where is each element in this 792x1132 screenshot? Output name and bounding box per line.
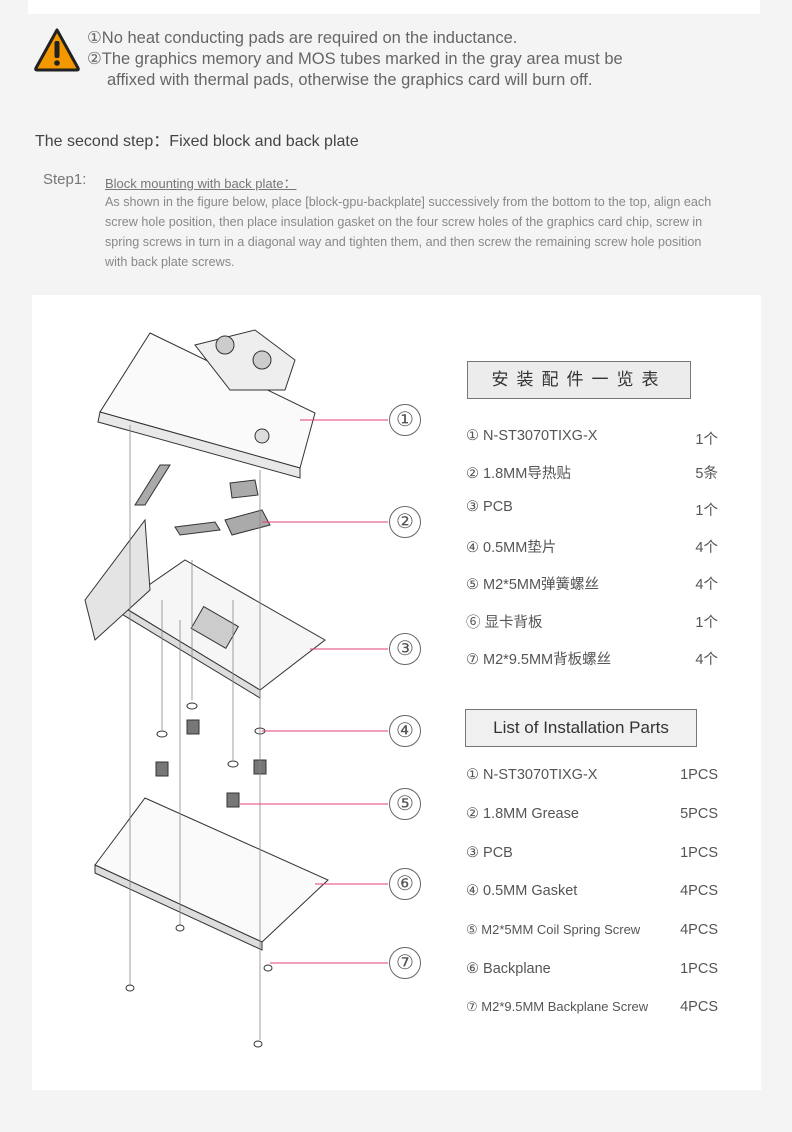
step1-label: Step1: xyxy=(43,171,87,188)
step1-body: As shown in the figure below, place [blo… xyxy=(105,195,712,269)
pcb xyxy=(84,518,326,699)
part-name: ④ 0.5MM Gasket xyxy=(466,883,578,899)
parts-en-row: ⑤ M2*5MM Coil Spring Screw 4PCS xyxy=(466,922,718,938)
callout-4: ④ xyxy=(389,715,421,747)
parts-en-row: ⑥ Backplane 1PCS xyxy=(466,961,718,977)
parts-cn-row: ⑦ M2*9.5MM背板螺丝 4个 xyxy=(466,648,718,669)
callout-7: ⑦ xyxy=(389,947,421,979)
part-qty: 4个 xyxy=(695,652,718,668)
part-qty: 1个 xyxy=(695,432,718,448)
water-block xyxy=(97,329,316,479)
part-name: ① N-ST3070TIXG-X xyxy=(466,767,598,783)
top-white-bar xyxy=(28,0,760,14)
parts-en-row: ② 1.8MM Grease 5PCS xyxy=(466,806,718,822)
warning-line: ①No heat conducting pads are required on… xyxy=(87,29,518,47)
parts-en-row: ③ PCB 1PCS xyxy=(466,845,718,861)
spring-screws xyxy=(155,702,267,808)
part-qty: 4个 xyxy=(695,577,718,593)
part-qty: 4个 xyxy=(695,540,718,556)
part-qty: 1个 xyxy=(695,615,718,631)
part-qty: 5条 xyxy=(695,466,718,482)
part-qty: 1PCS xyxy=(680,845,718,861)
backplate xyxy=(94,797,329,951)
step1-heading: Block mounting with back plate： xyxy=(105,176,297,191)
part-name: ③ PCB xyxy=(466,845,513,861)
parts-cn-row: ⑤ M2*5MM弹簧螺丝 4个 xyxy=(466,573,718,594)
section-title: The second step：Fixed block and back pla… xyxy=(35,133,359,150)
parts-en-row: ⑦ M2*9.5MM Backplane Screw 4PCS xyxy=(466,999,718,1015)
part-name: ② 1.8MM导热贴 xyxy=(466,466,571,482)
part-qty: 4PCS xyxy=(680,999,718,1015)
parts-en-row: ① N-ST3070TIXG-X 1PCS xyxy=(466,767,718,783)
callout-5: ⑤ xyxy=(389,788,421,820)
part-qty: 1个 xyxy=(695,503,718,519)
parts-list-cn-title: 安装配件一览表 xyxy=(467,361,691,399)
parts-cn-row: ③ PCB 1个 xyxy=(466,499,718,519)
callout-2: ② xyxy=(389,506,421,538)
part-qty: 5PCS xyxy=(680,806,718,822)
callout-6: ⑥ xyxy=(389,868,421,900)
part-name: ③ PCB xyxy=(466,499,513,515)
parts-cn-row: ① N-ST3070TIXG-X 1个 xyxy=(466,428,718,448)
backplate-screws xyxy=(125,924,273,1048)
part-name: ⑤ M2*5MM Coil Spring Screw xyxy=(466,922,641,937)
parts-cn-row: ④ 0.5MM垫片 4个 xyxy=(466,536,718,557)
callout-1: ① xyxy=(389,404,421,436)
part-name: ② 1.8MM Grease xyxy=(466,806,579,822)
part-name: ⑦ M2*9.5MM Backplane Screw xyxy=(466,999,649,1014)
parts-list-en-title: List of Installation Parts xyxy=(465,709,697,747)
part-name: ④ 0.5MM垫片 xyxy=(466,540,557,556)
part-name: ⑦ M2*9.5MM背板螺丝 xyxy=(466,652,612,668)
part-qty: 4PCS xyxy=(680,922,718,938)
warning-icon xyxy=(34,28,80,72)
warning-line: ②The graphics memory and MOS tubes marke… xyxy=(87,50,623,68)
part-name: ⑤ M2*5MM弹簧螺丝 xyxy=(466,577,600,593)
leader-lines xyxy=(240,419,388,964)
warning-line: affixed with thermal pads, otherwise the… xyxy=(107,71,593,89)
part-qty: 1PCS xyxy=(680,961,718,977)
part-qty: 4PCS xyxy=(680,883,718,899)
parts-en-row: ④ 0.5MM Gasket 4PCS xyxy=(466,883,718,899)
thermal-pads xyxy=(134,464,271,536)
part-name: ① N-ST3070TIXG-X xyxy=(466,428,598,444)
part-name: ⑥ 显卡背板 xyxy=(466,615,543,631)
warning-text: ①No heat conducting pads are required on… xyxy=(87,28,623,91)
part-name: ⑥ Backplane xyxy=(466,961,551,977)
parts-cn-row: ⑥ 显卡背板 1个 xyxy=(466,611,718,632)
parts-cn-row: ② 1.8MM导热贴 5条 xyxy=(466,462,718,483)
callout-3: ③ xyxy=(389,633,421,665)
part-qty: 1PCS xyxy=(680,767,718,783)
